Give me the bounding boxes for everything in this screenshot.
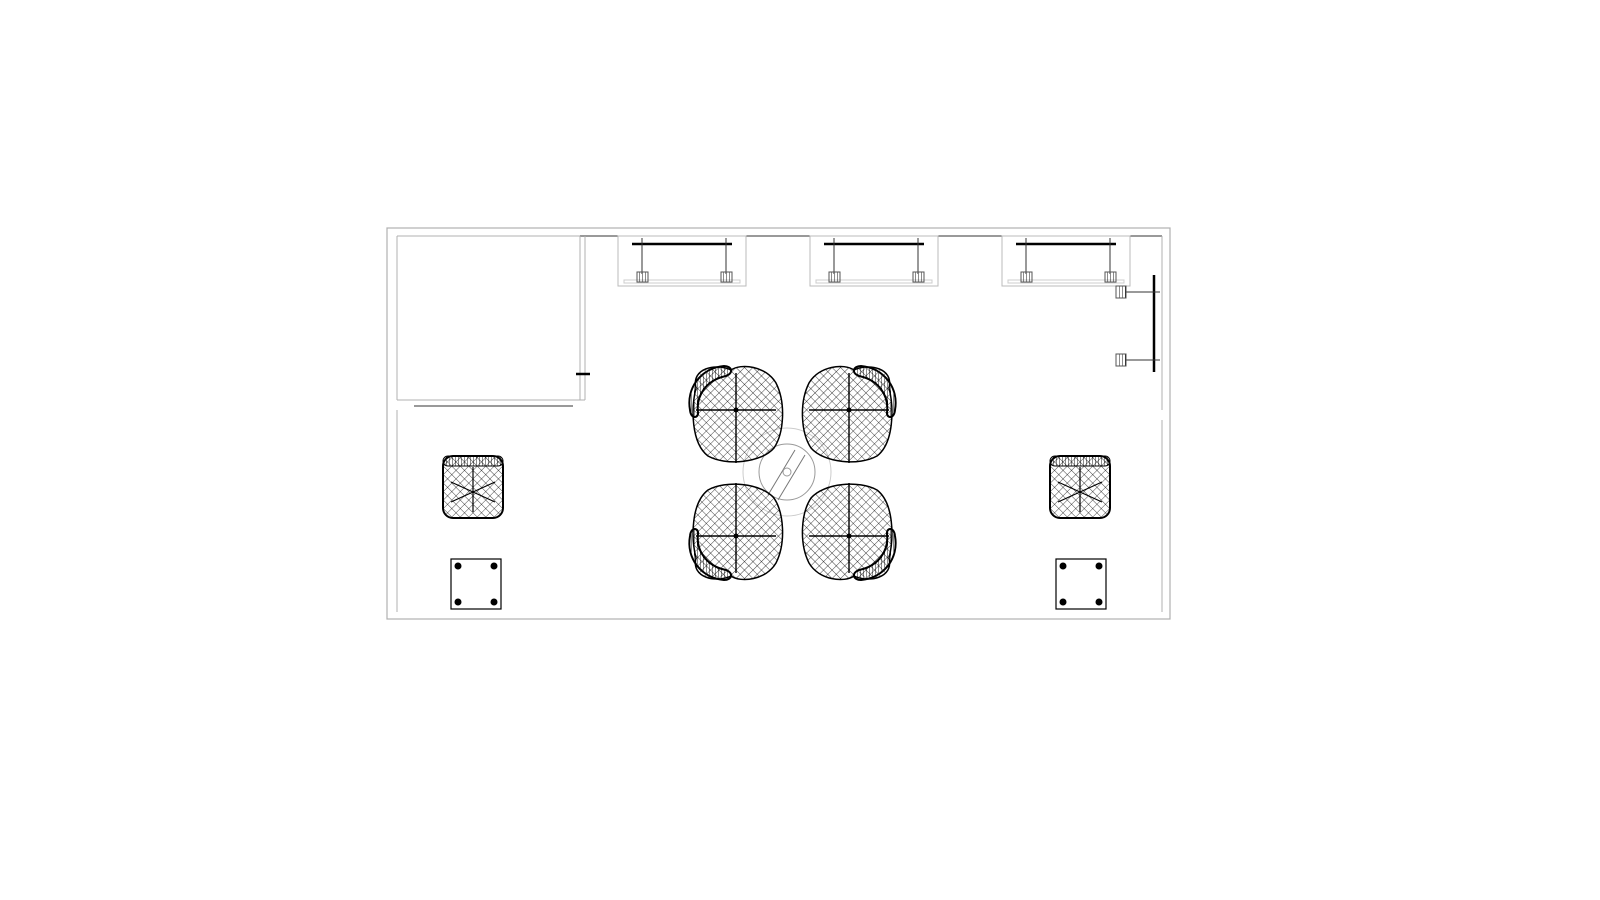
side-wall-unit xyxy=(1115,275,1160,372)
wall-units xyxy=(616,234,1132,288)
coffee-table xyxy=(742,427,832,517)
side-tables xyxy=(450,558,1107,610)
lounge-chairs xyxy=(688,365,897,581)
